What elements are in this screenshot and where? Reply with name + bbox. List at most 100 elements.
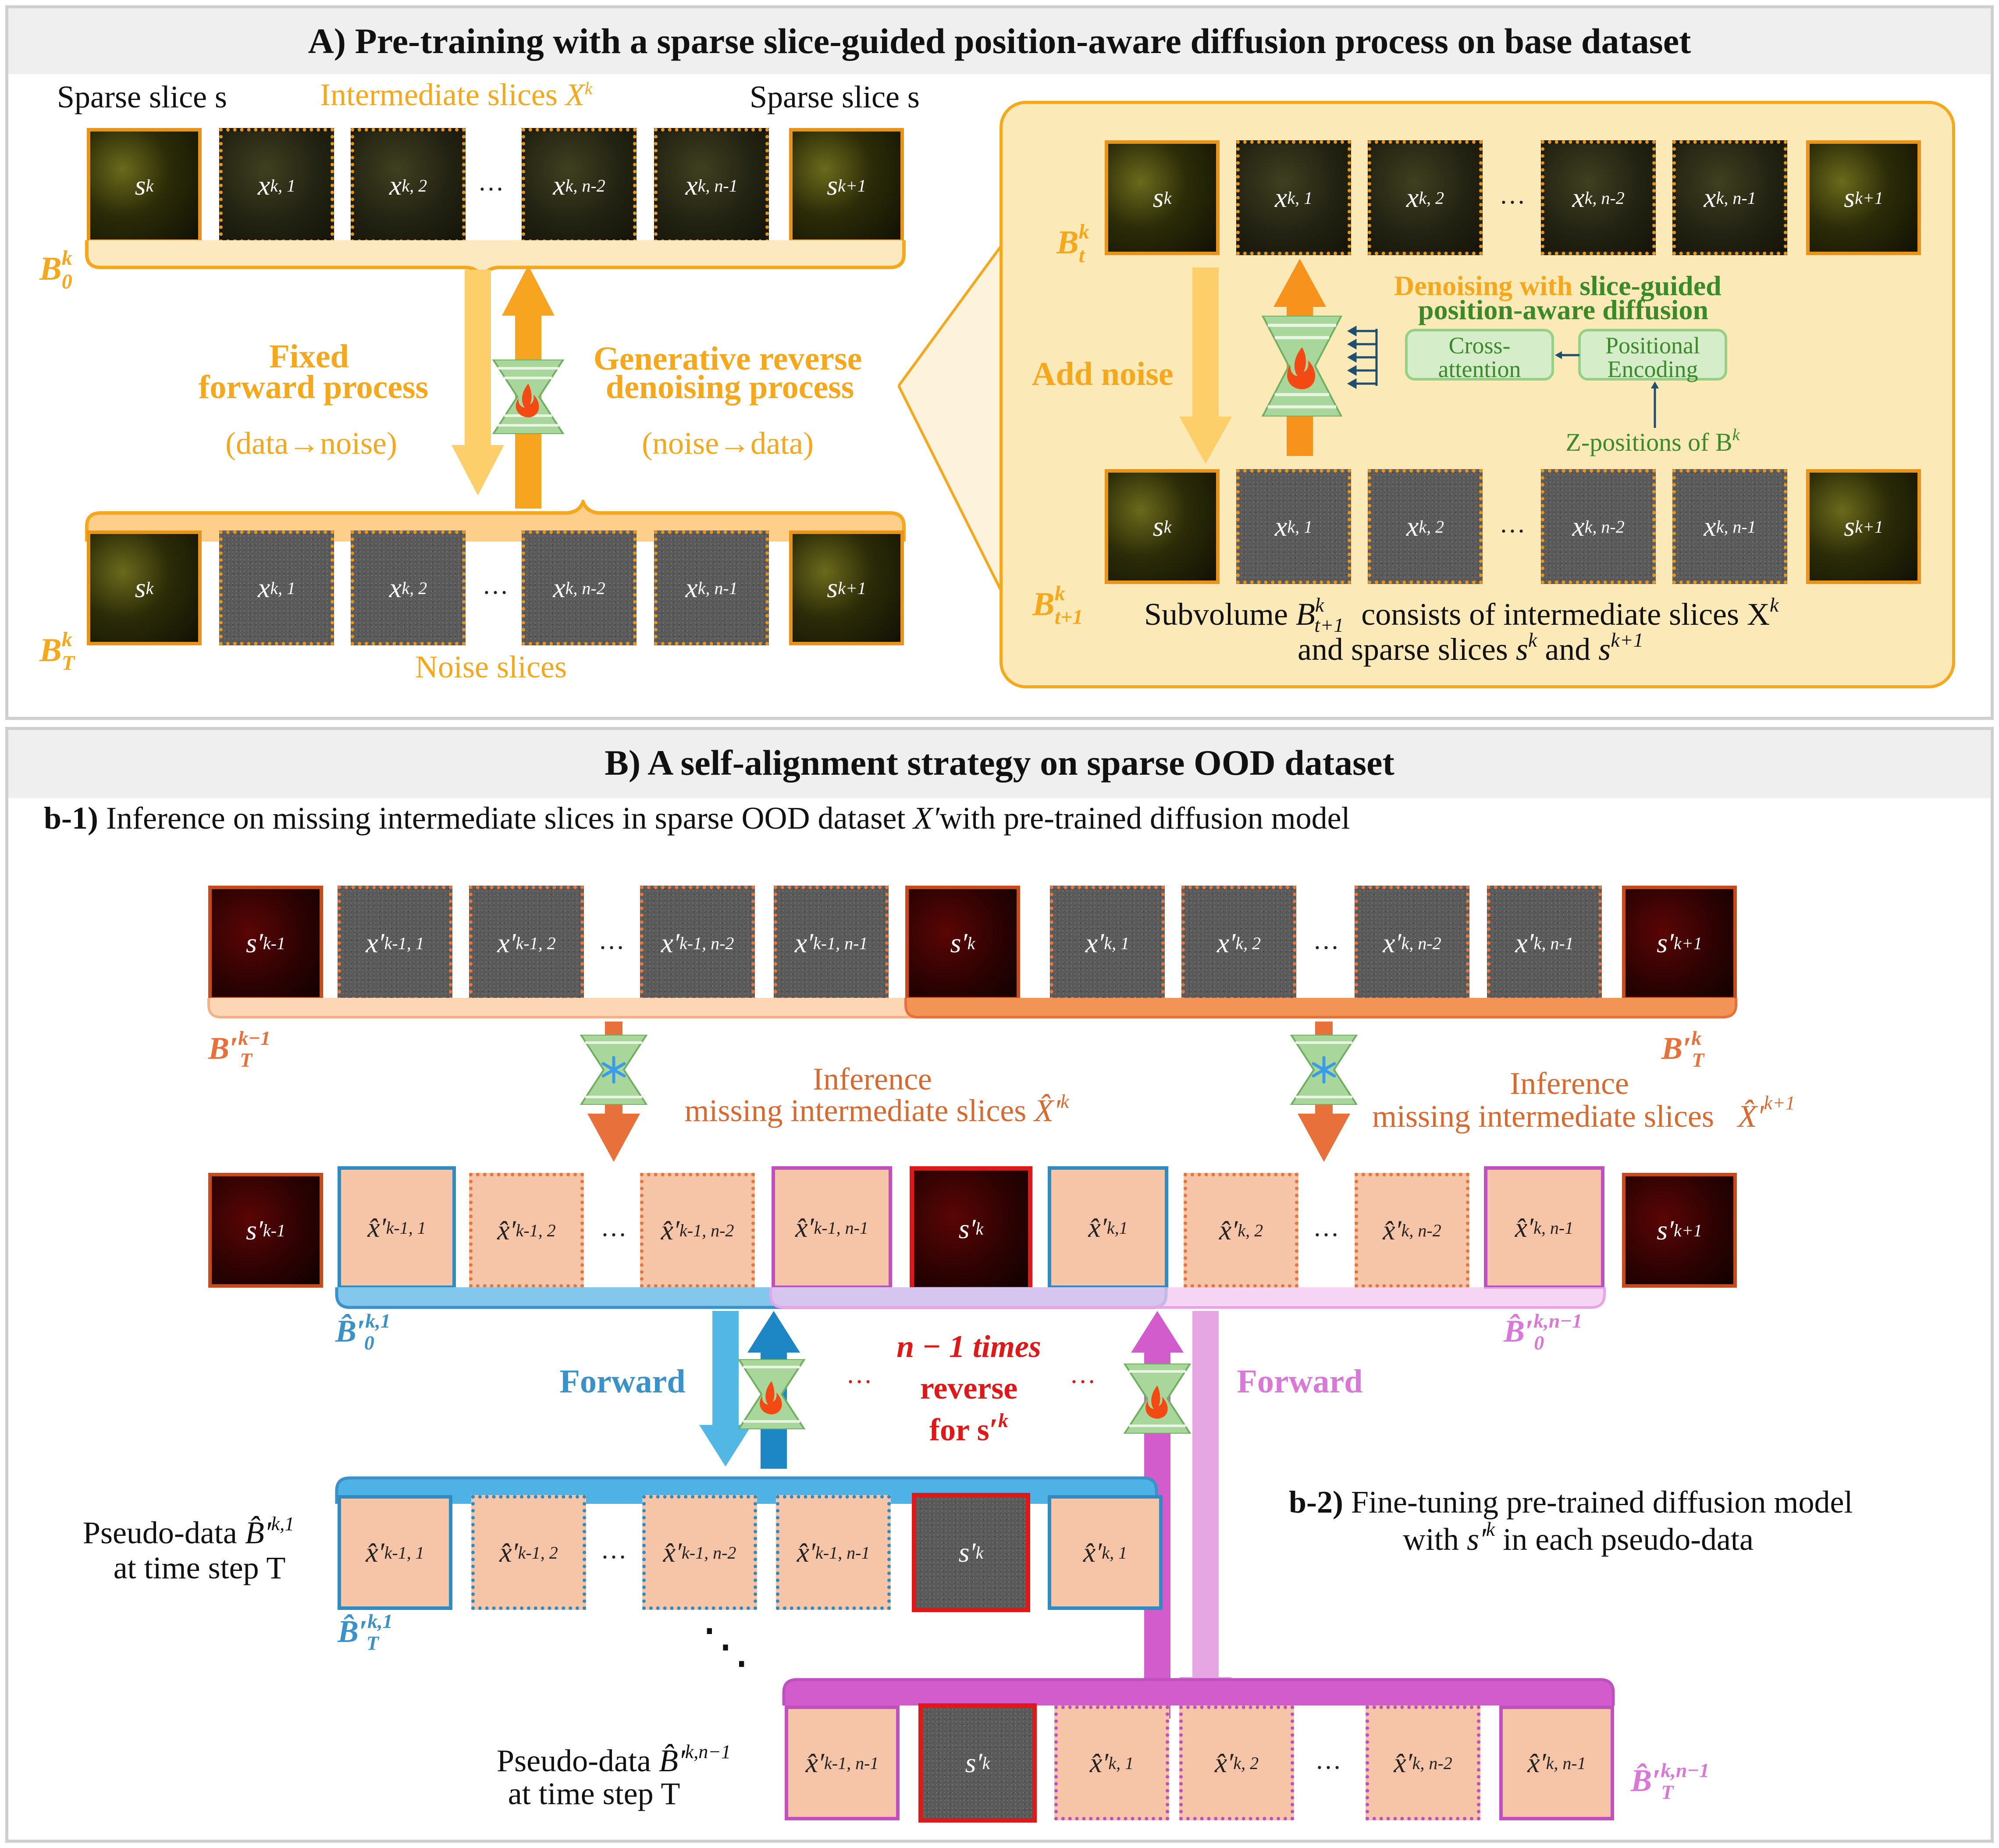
flame-icon [1287,347,1316,389]
add-noise-arrow [1179,267,1232,464]
row1-s-k1: s′k+1 [1622,886,1737,1001]
pseudo1-line2: at time step T [113,1550,286,1585]
row1-x-k-2: x′k, 2 [1181,886,1296,1001]
ellipsis: … [1313,1213,1339,1242]
flame-icon [516,384,539,417]
ellipsis: … [1313,926,1339,954]
denoise-title: Denoising with slice-guided [1394,270,1722,301]
fixed-line2: forward process [198,369,429,406]
snowflake-icon [1312,1056,1336,1084]
snowflake-model-2 [1290,1035,1358,1105]
bhT-k1-label: B̂′k,1T [338,1610,393,1654]
b1-heading: b-1) Inference on missing intermediate s… [44,801,1350,836]
b2-line2: with s′k in each pseudo-data [1403,1518,1754,1557]
row3-xh-km1-1: x̂′k-1, 1 [338,1495,452,1610]
row1-x-km1-n2: x′k-1, n-2 [640,886,755,1001]
row4-xh-km1-n1: x̂′k-1, n-1 [785,1706,900,1820]
gen-line1: Generative reverse [593,340,862,377]
row2-xh-k-n2: x̂′k, n-2 [1355,1173,1469,1288]
bt-label: Bkt [1056,220,1089,267]
section-b-title: B) A self-alignment strategy on sparse O… [8,730,1991,798]
ellipsis-left: … [846,1360,872,1389]
row3-xh-km1-2: x̂′k-1, 2 [471,1495,586,1610]
snowflake-model-1 [580,1035,648,1105]
row2-xh-km1-n1: x̂′k-1, n-1 [772,1166,892,1289]
forward-right-label: Forward [1237,1363,1363,1400]
row2-xh-k-n1: x̂′k, n-1 [1484,1166,1604,1289]
row4-xh-k-n1: x̂′k, n-1 [1499,1706,1614,1820]
hourglass-model-icon [1261,316,1343,417]
attention-arrows [1347,325,1378,389]
flame-icon [1145,1385,1168,1419]
fixed-line3: (data→noise) [225,426,397,461]
section-a-title: A) Pre-training with a sparse slice-guid… [8,8,1991,74]
row1-x-km1-n1: x′k-1, n-1 [774,886,889,1001]
zpos-label: Z-positions of Bk [1565,426,1740,456]
b0-label: Bk0 [39,246,72,293]
subvolume-caption-1: Subvolume Bkt+1 consists of intermediate… [1144,594,1779,636]
forward-left-label: Forward [559,1363,686,1400]
pseudo2-line2: at time step T [508,1776,680,1811]
inference-1-line1: Inference [813,1061,932,1097]
inference-2-line2: missing intermediate slices X̂′k+1 [1372,1092,1795,1134]
pseudo2-line1: Pseudo-data B̂′k,n−1 [497,1741,731,1778]
sparse-slice-right-label: Sparse slice s [750,79,920,114]
row4-s-k: s′k [918,1703,1037,1823]
inference-2-line1: Inference [1510,1066,1629,1101]
gen-line2: denoising process [605,369,854,406]
row1-s-k: s′k [905,886,1020,1001]
row3-xh-km1-n1: x̂′k-1, n-1 [776,1495,891,1610]
row3-xh-k-1: x̂′k, 1 [1048,1495,1163,1610]
row1-x-k-n2: x′k, n-2 [1355,886,1469,1001]
bracket-bT-k [904,998,1737,1018]
bT-km1-label: B′k−1T [208,1027,271,1071]
row1-x-k-1: x′k, 1 [1050,886,1165,1001]
row2-xh-k-1: x̂′k,1 [1048,1166,1168,1289]
bh0-k1-label: B̂′k,10 [335,1310,391,1354]
bracket-bhT-kn1 [782,1678,1615,1706]
hourglass-model-icon [737,1359,806,1429]
ellipsis: … [1499,180,1526,209]
ellipsis: … [601,1213,627,1242]
gen-line3: (noise→data) [642,426,814,461]
ellipsis-right: … [1070,1360,1096,1389]
row2-xh-km1-n2: x̂′k-1, n-2 [640,1173,755,1288]
row1-x-km1-2: x′k-1, 2 [469,886,584,1001]
diagonal-dots: ⋱ [701,1620,750,1673]
fixed-line1: Fixed [269,338,349,375]
ellipsis: … [598,926,625,954]
row4-xh-k-2: x̂′k, 2 [1179,1706,1294,1820]
for-s-k-label: for s′k [929,1409,1008,1447]
ellipsis: … [1315,1745,1341,1774]
forward-arrow [452,270,504,495]
row4-xh-k-n2: x̂′k, n-2 [1366,1706,1480,1820]
flame-icon [760,1381,782,1414]
zpos-to-pe-arrow [1651,381,1659,428]
row2-xh-k-2: x̂′k, 2 [1184,1173,1298,1288]
ellipsis: … [1499,509,1526,538]
ellipsis: … [482,570,509,599]
pe-to-cross-arrow [1555,351,1579,359]
b2-line1: b-2) Fine-tuning pre-trained diffusion m… [1289,1485,1853,1520]
bhT-kn1-label: B̂′k,n−1T [1631,1759,1710,1803]
bt1-label: Bkt+1 [1032,582,1083,629]
subvolume-caption-2: and sparse slices sk and sk+1 [1298,629,1643,667]
row2-s-k1: s′k+1 [1622,1173,1737,1288]
pseudo1-line1: Pseudo-data B̂′k,1 [82,1513,295,1550]
